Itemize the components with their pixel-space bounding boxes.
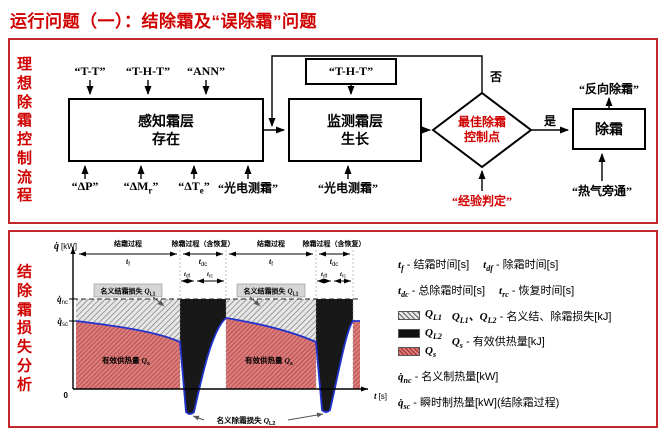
sensor-label-tt: “T-T” xyxy=(74,64,106,78)
defrost-box: 除霜 xyxy=(572,108,646,150)
phase-label-frost-1: 结霜过程 xyxy=(113,239,142,248)
perceive-frost-line1: 感知霜层 xyxy=(138,112,194,129)
chart-axes xyxy=(69,247,368,392)
sensor-label-photo-1: “光电测霜” xyxy=(217,181,279,195)
experience-judgement-label: “经验判定” xyxy=(451,194,513,208)
legend-def-qnc: q̇nc - 名义制热量[kW] xyxy=(398,370,499,386)
legend-def-tdf: tdf - 除霜时间[s] xyxy=(483,259,559,274)
no-tag: 否 xyxy=(490,70,503,84)
analysis-panel: 结除霜损失分析 xyxy=(8,230,658,428)
instantaneous-capacity-curve xyxy=(75,317,360,415)
legend-row-1: tf - 结霜时间[s] tdf - 除霜时间[s] xyxy=(398,256,656,273)
black-swatch xyxy=(398,329,420,339)
legend-swatch-effective-heat: Qs xyxy=(398,345,442,359)
frost-loss-area-1 xyxy=(76,299,180,342)
trc-label-1: trc xyxy=(207,271,213,280)
reverse-defrost-label: “反向除霜” xyxy=(578,82,640,96)
legend-def-qs: Qs - 有效供热量[kJ] xyxy=(451,335,545,350)
sensor-label-photo-2: “光电测霜” xyxy=(317,181,379,195)
tdc-label-1: tdc xyxy=(199,257,208,268)
sensor-label-dte: “ΔTe” xyxy=(178,179,210,196)
hot-gas-bypass-label: “热气旁通” xyxy=(571,184,633,198)
flow-panel: 理想除霜控制流程 “T-T” “T-H-T” xyxy=(8,38,658,224)
sensor-label-ann: “ANN” xyxy=(187,64,225,78)
tdf-label-2: tdf xyxy=(321,271,328,280)
effective-heat-area-2 xyxy=(226,318,316,389)
phase-label-frost-2: 结霜过程 xyxy=(256,239,285,248)
effective-heat-area-1 xyxy=(76,321,180,389)
flowchart-connectors xyxy=(81,55,613,191)
chart-areas xyxy=(76,299,360,414)
tf-label-1: tf xyxy=(126,257,130,268)
flow-arrows xyxy=(81,55,613,191)
phase-span-arrows xyxy=(79,251,351,284)
chart-legend: tf - 结霜时间[s] tdf - 除霜时间[s] tdc - 总除霜时间[s… xyxy=(398,256,656,411)
perceive-frost-box: 感知霜层 存在 xyxy=(68,98,264,162)
frost-loss-annotation-box-2 xyxy=(236,283,306,298)
monitor-frost-line1: 监测霜层 xyxy=(327,112,383,129)
trc-label-2: trc xyxy=(340,271,346,280)
frost-loss-annotation-box-1 xyxy=(93,283,163,298)
sensor-label-tht: “T-H-T” xyxy=(125,64,171,78)
page-title: 运行问题（一）：结除霜及“误除霜”问题 xyxy=(10,12,317,31)
flow-panel-side-label: 理想除霜控制流程 xyxy=(16,56,32,205)
sensor-label-dp: “ΔP” xyxy=(71,179,99,193)
legend-def-qsc: q̇sc - 瞬时制热量[kW](结除霜过程) xyxy=(398,397,560,412)
monitor-frost-box: 监测霜层 生长 xyxy=(288,98,422,162)
legend-swatch-defrost-loss: QL2 xyxy=(398,327,442,341)
frost-loss-area-2 xyxy=(226,299,316,342)
legend-def-tdc: tdc - 总除霜时间[s] xyxy=(398,285,486,300)
decision-diamond xyxy=(431,91,533,169)
tdc-label-2: tdc xyxy=(330,257,339,268)
legend-def-trc: trc - 恢复时间[s] xyxy=(499,285,575,300)
legend-swatch-frost-loss: QL1 xyxy=(398,308,442,323)
origin-label: 0 xyxy=(64,391,69,400)
phase-label-defrost-1: 除霜过程（含恢复） xyxy=(172,239,235,248)
defrost-loss-area-1 xyxy=(180,299,226,414)
loss-analysis-chart: q̇[kW] t[s] 0 q̇nc q̇sc 结霜过程 除霜过程（含恢复） 结… xyxy=(54,239,387,426)
nominal-capacity-tick: q̇nc xyxy=(57,294,68,306)
legend-swatches: QL1 QL2 Qs xyxy=(398,308,442,359)
legend-def-ql: QL1、QL2 - 名义结、除霜损失[kJ] xyxy=(451,311,612,326)
red-swatch xyxy=(398,347,420,357)
hatch-swatch xyxy=(398,310,420,320)
defrost-loss-area-2 xyxy=(316,299,353,412)
yes-tag: 是 xyxy=(544,114,557,128)
analysis-panel-side-label: 结除霜损失分析 xyxy=(16,263,32,393)
legend-def-tf: tf - 结霜时间[s] xyxy=(398,259,470,274)
legend-row-2: tdc - 总除霜时间[s] trc - 恢复时间[s] xyxy=(398,282,656,299)
perceive-frost-line2: 存在 xyxy=(152,131,180,147)
instant-capacity-tick: q̇sc xyxy=(58,316,69,328)
no-feedback-line xyxy=(268,55,483,127)
sensor-label-dmr: “ΔMr” xyxy=(123,179,159,196)
legend-row-3: QL1 QL2 Qs QL1、QL2 - 名义结、除霜损失[kJ] Qs - 有… xyxy=(398,308,656,359)
effective-heat-area-3 xyxy=(353,321,360,389)
tht-box: “T-H-T” xyxy=(305,58,397,85)
tdf-label-1: tdf xyxy=(184,271,191,280)
monitor-frost-line2: 生长 xyxy=(341,131,369,147)
x-axis-label: t[s] xyxy=(374,391,387,401)
decision-label: 最佳除霜 控制点 xyxy=(457,115,507,144)
phase-label-defrost-2: 除霜过程（含恢复） xyxy=(303,239,366,248)
phase-guides xyxy=(179,250,354,389)
y-axis-label: q̇[kW] xyxy=(54,241,77,252)
tf-label-2: tf xyxy=(269,257,273,268)
